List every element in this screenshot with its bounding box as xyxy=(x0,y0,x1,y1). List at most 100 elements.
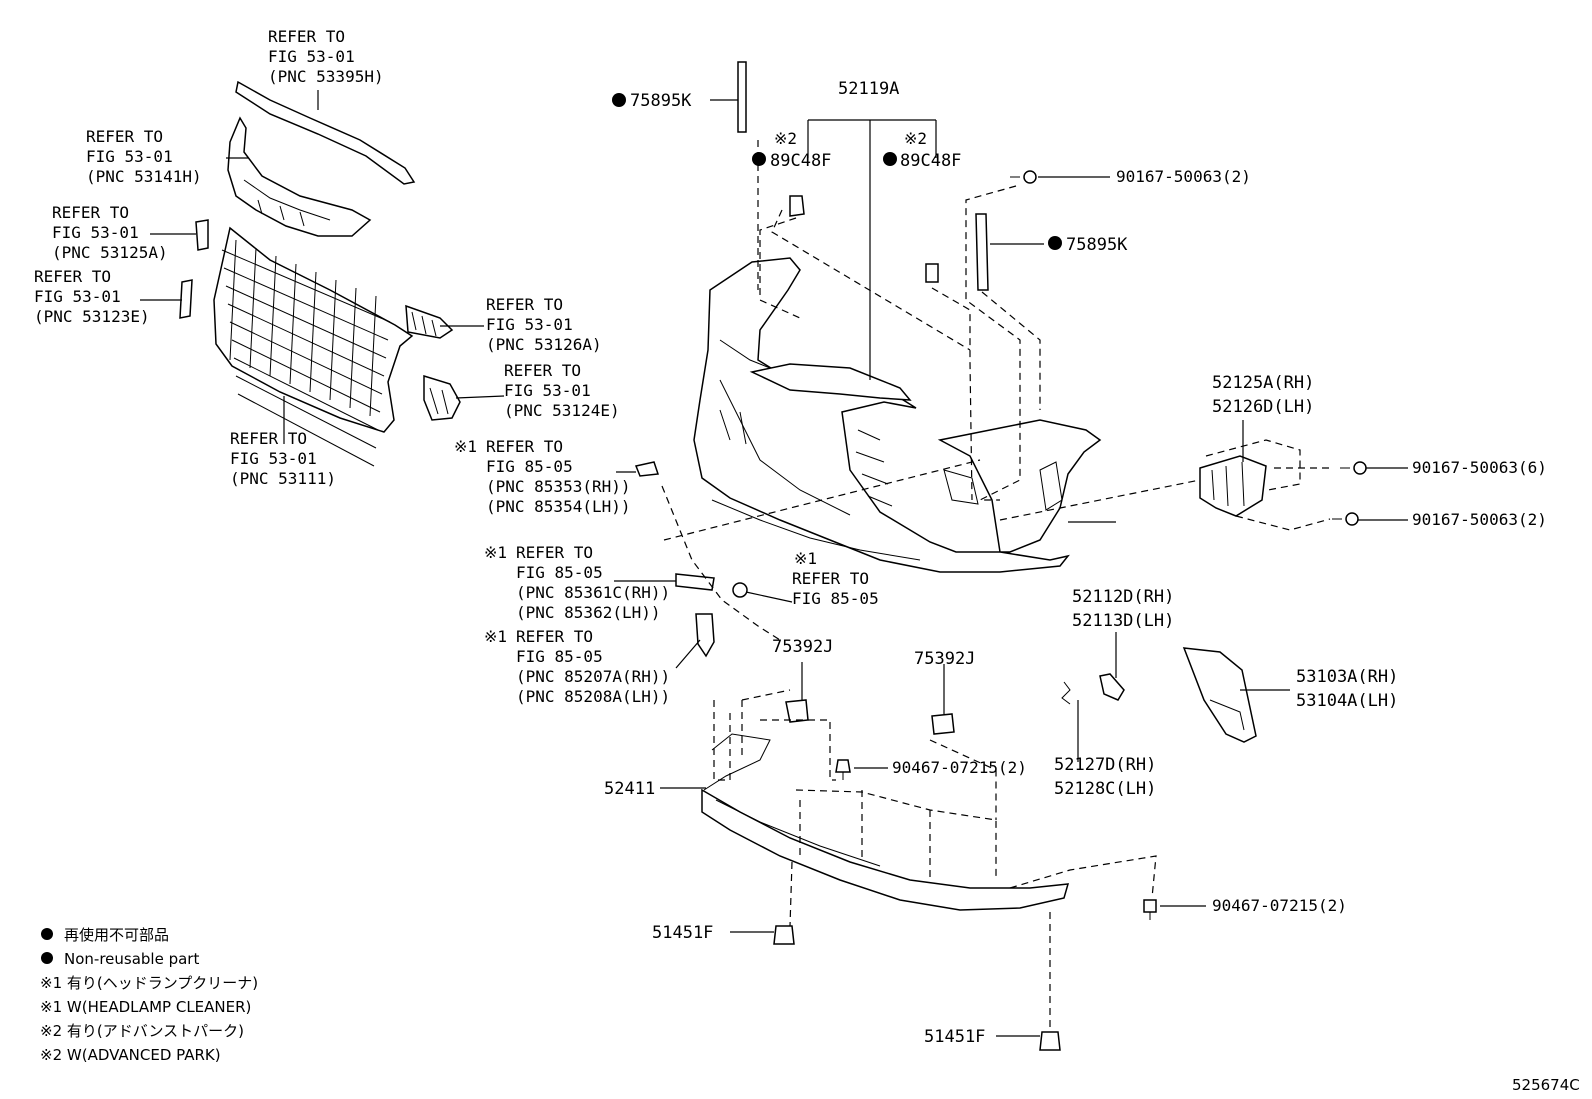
refer-53126a-l1: REFER TO xyxy=(486,295,563,314)
refer-53124e-l3: (PNC 53124E) xyxy=(504,401,620,420)
cleaner-nozzle-cover xyxy=(675,573,715,591)
legend-dot-en xyxy=(41,952,53,964)
grille-side-piece-a xyxy=(195,219,209,251)
part-90167-a: 90167-50063(2) xyxy=(1116,167,1251,186)
clip-51451f-a xyxy=(773,925,795,945)
refer-8505-l1: REFER TO xyxy=(792,569,869,588)
part-90467-a: 90467-07215(2) xyxy=(892,758,1027,777)
part-51451f-a: 51451F xyxy=(652,923,713,943)
refer-85207-mark: ※1 xyxy=(484,627,507,646)
refer-8505-l2: FIG 85-05 xyxy=(792,589,879,608)
refer-53111-l1: REFER TO xyxy=(230,429,307,448)
part-52112d: 52112D(RH) xyxy=(1072,587,1174,607)
bracket-75392j-b xyxy=(931,713,955,735)
clip-90167-a xyxy=(1010,170,1037,184)
part-52128c: 52128C(LH) xyxy=(1054,779,1156,799)
part-51451f-b: 51451F xyxy=(924,1027,985,1047)
part-52119a: 52119A xyxy=(838,79,899,99)
grille-ornament-a xyxy=(405,304,454,339)
nonreusable-dot-75895k-b xyxy=(1048,236,1062,250)
refer-53125a-l1: REFER TO xyxy=(52,203,129,222)
part-52113d: 52113D(LH) xyxy=(1072,611,1174,631)
grille-upper-molding xyxy=(235,80,416,185)
part-75895k-a: 75895K xyxy=(630,91,692,111)
clip-51451f-b xyxy=(1039,1031,1061,1051)
refer-53125a-l2: FIG 53-01 xyxy=(52,223,139,242)
part-75392j-a: 75392J xyxy=(772,637,833,657)
legend-note1-jp: ※1 有り(ヘッドランプクリーナ) xyxy=(40,974,258,992)
part-75392j-b: 75392J xyxy=(914,649,975,669)
refer-53141h-l1: REFER TO xyxy=(86,127,163,146)
part-89c48f-b: 89C48F xyxy=(900,151,961,171)
clip-90467-a xyxy=(835,759,851,780)
refer-53123e-l2: FIG 53-01 xyxy=(34,287,121,306)
part-90167-c: 90167-50063(2) xyxy=(1412,510,1547,529)
refer-85207-l4: (PNC 85208A(LH)) xyxy=(516,687,670,706)
bracket-75392j-a xyxy=(785,699,809,723)
legend-nonreusable-en: Non-reusable part xyxy=(64,950,199,968)
refer-53141h-l2: FIG 53-01 xyxy=(86,147,173,166)
refer-85361-mark: ※1 xyxy=(484,543,507,562)
cleaner-actuator xyxy=(695,613,715,658)
part-52127d: 52127D(RH) xyxy=(1054,755,1156,775)
grille-molding xyxy=(749,363,912,401)
cleaner-plug xyxy=(732,582,748,598)
mark2-a: ※2 xyxy=(774,129,797,148)
refer-53111-l3: (PNC 53111) xyxy=(230,469,336,488)
sensor-retainer-right xyxy=(925,263,939,283)
refer-53126a-l2: FIG 53-01 xyxy=(486,315,573,334)
refer-8505-mark: ※1 xyxy=(794,549,817,568)
refer-53395h-l2: FIG 53-01 xyxy=(268,47,355,66)
grille-side-piece-b xyxy=(179,279,193,319)
refer-85353-l4: (PNC 85354(LH)) xyxy=(486,497,631,516)
refer-85207-l2: FIG 85-05 xyxy=(516,647,603,666)
bumper-stay xyxy=(1099,673,1125,701)
bumper-retainer xyxy=(1061,681,1071,705)
refer-53395h-l1: REFER TO xyxy=(268,27,345,46)
clip-90167-b xyxy=(1340,461,1367,475)
nonreusable-dot-89c48f-b xyxy=(883,152,897,166)
protective-strip-right xyxy=(975,213,989,291)
part-89c48f-a: 89C48F xyxy=(770,151,831,171)
part-90167-b: 90167-50063(6) xyxy=(1412,458,1547,477)
part-52126d: 52126D(LH) xyxy=(1212,397,1314,417)
refer-85353-l2: FIG 85-05 xyxy=(486,457,573,476)
lower-spoiler xyxy=(701,733,1070,911)
part-52411: 52411 xyxy=(604,779,655,799)
refer-53111-l2: FIG 53-01 xyxy=(230,449,317,468)
refer-85353-l3: (PNC 85353(RH)) xyxy=(486,477,631,496)
refer-53141h-l3: (PNC 53141H) xyxy=(86,167,202,186)
mark2-b: ※2 xyxy=(904,129,927,148)
cleaner-cover xyxy=(634,461,660,477)
grille-ornament-b xyxy=(423,374,461,421)
refer-85207-l1: REFER TO xyxy=(516,627,593,646)
nonreusable-dot-75895k-a xyxy=(612,93,626,107)
refer-85361-l3: (PNC 85361C(RH)) xyxy=(516,583,670,602)
part-53104a: 53104A(LH) xyxy=(1296,691,1398,711)
nonreusable-dot-89c48f-a xyxy=(752,152,766,166)
grille-upper-frame xyxy=(227,116,372,237)
refer-85353-l1: REFER TO xyxy=(486,437,563,456)
legend: 再使用不可部品 Non-reusable part ※1 有り(ヘッドランプクリ… xyxy=(40,926,258,1064)
refer-85353-mark: ※1 xyxy=(454,437,477,456)
bumper-side-bracket xyxy=(1199,455,1267,517)
clip-90467-b xyxy=(1143,899,1157,920)
refer-53123e-l1: REFER TO xyxy=(34,267,111,286)
refer-53125a-l3: (PNC 53125A) xyxy=(52,243,168,262)
refer-53123e-l3: (PNC 53123E) xyxy=(34,307,150,326)
refer-85361-l2: FIG 85-05 xyxy=(516,563,603,582)
diagram-id: 525674C xyxy=(1512,1076,1580,1094)
refer-53395h-l3: (PNC 53395H) xyxy=(268,67,384,86)
legend-nonreusable-jp: 再使用不可部品 xyxy=(64,926,169,944)
part-90467-b: 90467-07215(2) xyxy=(1212,896,1347,915)
leader-lines xyxy=(140,90,1408,1037)
refer-53126a-l3: (PNC 53126A) xyxy=(486,335,602,354)
legend-note1-en: ※1 W(HEADLAMP CLEANER) xyxy=(40,998,251,1016)
refer-85207-l3: (PNC 85207A(RH)) xyxy=(516,667,670,686)
grille-mesh xyxy=(213,226,414,467)
part-52125a: 52125A(RH) xyxy=(1212,373,1314,393)
refer-85361-l1: REFER TO xyxy=(516,543,593,562)
legend-note2-en: ※2 W(ADVANCED PARK) xyxy=(40,1046,221,1064)
refer-53124e-l2: FIG 53-01 xyxy=(504,381,591,400)
